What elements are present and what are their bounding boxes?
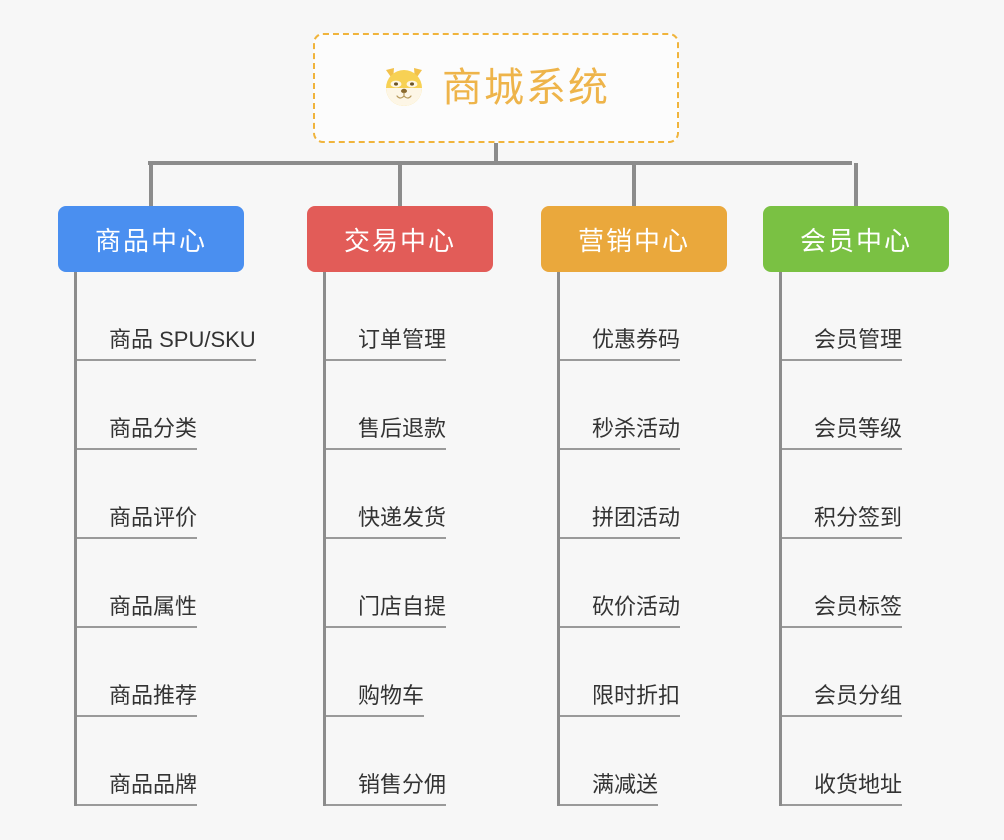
leaf-item[interactable]: 商品评价 — [77, 450, 256, 539]
branch-header-3[interactable]: 营销中心 — [541, 206, 727, 272]
leaf-item-label: 秒杀活动 — [560, 416, 681, 450]
leaf-item[interactable]: 会员分组 — [782, 628, 903, 717]
leaf-item-label: 会员标签 — [782, 594, 903, 628]
leaf-item-label: 订单管理 — [326, 327, 447, 361]
leaf-item-label: 满减送 — [560, 772, 659, 806]
branch-spine — [323, 272, 326, 806]
leaf-item[interactable]: 快递发货 — [326, 450, 447, 539]
branch-spine — [779, 272, 782, 806]
leaf-item[interactable]: 拼团活动 — [560, 450, 681, 539]
leaf-list: 商品 SPU/SKU 商品分类商品评价商品属性商品推荐商品品牌 — [77, 272, 256, 806]
branch-spine — [557, 272, 560, 806]
leaf-item-label: 收货地址 — [782, 772, 903, 806]
connector-horizontal-bar — [148, 161, 852, 165]
leaf-item[interactable]: 门店自提 — [326, 539, 447, 628]
leaf-item-label: 优惠券码 — [560, 327, 681, 361]
leaf-item[interactable]: 收货地址 — [782, 717, 903, 806]
root-node[interactable]: 商城系统 — [313, 33, 679, 143]
leaf-item[interactable]: 会员标签 — [782, 539, 903, 628]
leaf-item[interactable]: 砍价活动 — [560, 539, 681, 628]
leaf-item[interactable]: 会员管理 — [782, 272, 903, 361]
leaf-item[interactable]: 会员等级 — [782, 361, 903, 450]
leaf-item-label: 会员等级 — [782, 416, 903, 450]
root-title: 商城系统 — [442, 66, 610, 110]
leaf-item-label: 购物车 — [326, 683, 425, 717]
leaf-item[interactable]: 商品分类 — [77, 361, 256, 450]
leaf-item[interactable]: 积分签到 — [782, 450, 903, 539]
leaf-item-label: 快递发货 — [326, 505, 447, 539]
leaf-item-label: 商品属性 — [77, 594, 198, 628]
leaf-item-label: 砍价活动 — [560, 594, 681, 628]
leaf-item-label: 销售分佣 — [326, 772, 447, 806]
connector-drop-2 — [398, 163, 402, 206]
leaf-item-label: 商品分类 — [77, 416, 198, 450]
leaf-item-label: 门店自提 — [326, 594, 447, 628]
shiba-dog-face-icon — [382, 65, 428, 111]
branch-header-label: 营销中心 — [577, 225, 690, 256]
leaf-list: 优惠券码秒杀活动拼团活动砍价活动限时折扣满减送 — [560, 272, 681, 806]
branch-header-4[interactable]: 会员中心 — [763, 206, 949, 272]
leaf-item-label: 限时折扣 — [560, 683, 681, 717]
branch-header-1[interactable]: 商品中心 — [58, 206, 244, 272]
leaf-item[interactable]: 秒杀活动 — [560, 361, 681, 450]
leaf-item[interactable]: 商品属性 — [77, 539, 256, 628]
branch-header-2[interactable]: 交易中心 — [307, 206, 493, 272]
leaf-item-label: 售后退款 — [326, 416, 447, 450]
leaf-item[interactable]: 售后退款 — [326, 361, 447, 450]
branch-spine — [74, 272, 77, 806]
leaf-item[interactable]: 购物车 — [326, 628, 446, 717]
leaf-item[interactable]: 满减送 — [560, 717, 680, 806]
branch-header-label: 交易中心 — [343, 225, 456, 256]
leaf-item-label: 商品 SPU/SKU — [77, 327, 256, 361]
leaf-item[interactable]: 优惠券码 — [560, 272, 681, 361]
branch-header-label: 商品中心 — [94, 225, 207, 256]
connector-root-stem — [494, 143, 498, 163]
leaf-list: 会员管理会员等级积分签到会员标签会员分组收货地址 — [782, 272, 903, 806]
branch-header-label: 会员中心 — [799, 225, 912, 256]
leaf-item-label: 会员管理 — [782, 327, 903, 361]
connector-drop-1 — [149, 163, 153, 206]
leaf-item[interactable]: 销售分佣 — [326, 717, 447, 806]
leaf-item-label: 会员分组 — [782, 683, 903, 717]
connector-drop-4 — [854, 163, 858, 206]
leaf-item[interactable]: 限时折扣 — [560, 628, 681, 717]
connector-drop-3 — [632, 163, 636, 206]
leaf-item-label: 积分签到 — [782, 505, 903, 539]
leaf-item-label: 商品推荐 — [77, 683, 198, 717]
leaf-item-label: 商品评价 — [77, 505, 198, 539]
leaf-item-label: 商品品牌 — [77, 772, 198, 806]
leaf-item[interactable]: 商品推荐 — [77, 628, 256, 717]
leaf-item-label: 拼团活动 — [560, 505, 681, 539]
leaf-list: 订单管理售后退款快递发货门店自提购物车销售分佣 — [326, 272, 447, 806]
leaf-item[interactable]: 商品品牌 — [77, 717, 256, 806]
leaf-item[interactable]: 商品 SPU/SKU — [77, 272, 256, 361]
leaf-item[interactable]: 订单管理 — [326, 272, 447, 361]
